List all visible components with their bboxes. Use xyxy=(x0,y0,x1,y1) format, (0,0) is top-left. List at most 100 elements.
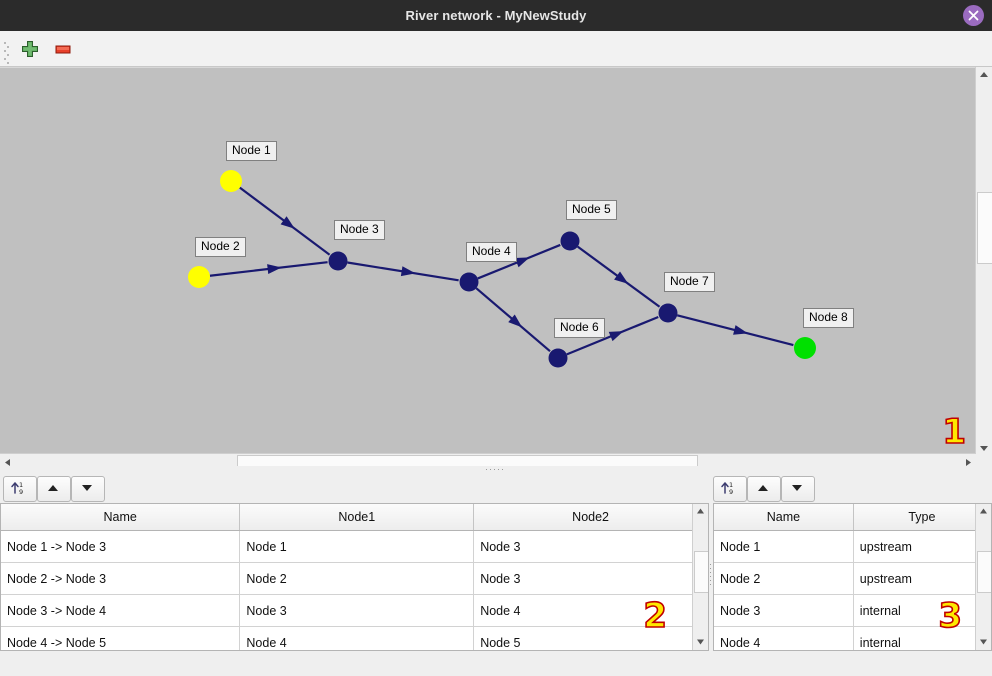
river-network-canvas[interactable]: Node 1 Node 2 Node 3 Node 4 Node 5 Node 6 Node… xyxy=(0,67,992,457)
main-toolbar xyxy=(0,31,992,67)
window-title: River network - MyNewStudy xyxy=(405,8,587,23)
table-cell[interactable]: Node 3 xyxy=(239,594,475,627)
vertical-splitter[interactable] xyxy=(709,474,713,676)
annotation-2: 2 xyxy=(643,596,668,636)
triangle-up-icon[interactable] xyxy=(747,476,781,502)
graph-node-node3[interactable] xyxy=(328,251,348,271)
nodes-table-scrollbar[interactable] xyxy=(975,504,991,650)
column-header-name[interactable]: Name xyxy=(714,504,854,531)
graph-node-label-node6[interactable]: Node 6 xyxy=(554,318,605,338)
edge-arrowhead-icon xyxy=(508,314,523,328)
table-cell[interactable]: Node 4 xyxy=(239,626,475,650)
graph-node-node4[interactable] xyxy=(459,272,479,292)
scroll-up-arrow-icon[interactable] xyxy=(976,67,992,83)
graph-node-node7[interactable] xyxy=(658,303,678,323)
table-cell[interactable]: Node 2 xyxy=(714,562,854,595)
svg-text:1: 1 xyxy=(729,481,733,489)
table-cell[interactable]: Node 3 -> Node 4 xyxy=(1,594,241,627)
graph-node-node5[interactable] xyxy=(560,231,580,251)
column-header-name[interactable]: Name xyxy=(1,504,241,531)
scroll-left-arrow-icon[interactable] xyxy=(0,454,16,471)
nodes-scroll-down-arrow-icon[interactable] xyxy=(976,634,991,650)
toolbar-grip[interactable] xyxy=(4,40,9,64)
graph-node-node1[interactable] xyxy=(220,170,242,192)
graph-node-label-node5[interactable]: Node 5 xyxy=(566,200,617,220)
table-cell[interactable]: Node 3 xyxy=(714,594,854,627)
scrollbar-corner xyxy=(976,453,992,470)
nodes-scroll-up-arrow-icon[interactable] xyxy=(976,504,991,520)
table-cell[interactable]: Node 5 xyxy=(473,626,708,650)
table-cell[interactable]: upstream xyxy=(853,562,991,595)
table-cell[interactable]: internal xyxy=(853,626,991,650)
graph-node-label-node2[interactable]: Node 2 xyxy=(195,237,246,257)
graph-node-node8[interactable] xyxy=(794,337,816,359)
svg-text:9: 9 xyxy=(729,488,733,496)
table-cell[interactable]: Node 4 xyxy=(473,594,708,627)
nodes-scroll-thumb[interactable] xyxy=(977,551,991,593)
graph-node-node6[interactable] xyxy=(548,348,568,368)
table-cell[interactable]: Node 1 -> Node 3 xyxy=(1,530,241,563)
canvas-vertical-scroll-thumb[interactable] xyxy=(977,192,992,264)
table-cell[interactable]: Node 2 xyxy=(239,562,475,595)
edge-arrowhead-icon xyxy=(267,264,282,275)
canvas-vertical-scrollbar[interactable] xyxy=(975,67,992,456)
scroll-right-arrow-icon[interactable] xyxy=(960,454,976,471)
graph-node-label-node7[interactable]: Node 7 xyxy=(664,272,715,292)
edge-arrowhead-icon xyxy=(733,325,748,335)
table-cell[interactable]: Node 2 -> Node 3 xyxy=(1,562,241,595)
remove-minus-icon[interactable] xyxy=(52,38,74,60)
links-scroll-down-arrow-icon[interactable] xyxy=(693,634,708,650)
links-scroll-thumb[interactable] xyxy=(694,551,708,593)
scroll-down-arrow-icon[interactable] xyxy=(976,440,992,456)
table-cell[interactable]: Node 3 xyxy=(473,562,708,595)
table-cell[interactable]: Node 4 -> Node 5 xyxy=(1,626,241,650)
canvas-vertical-scroll-track[interactable] xyxy=(976,83,992,440)
column-header-node1[interactable]: Node1 xyxy=(239,504,475,531)
links-table-scrollbar[interactable] xyxy=(692,504,708,650)
triangle-down-icon[interactable] xyxy=(71,476,105,502)
table-cell[interactable]: Node 1 xyxy=(714,530,854,563)
add-plus-icon[interactable] xyxy=(19,38,41,60)
graph-node-label-node3[interactable]: Node 3 xyxy=(334,220,385,240)
table-cell[interactable]: Node 3 xyxy=(473,530,708,563)
annotation-3: 3 xyxy=(938,596,963,636)
close-icon[interactable] xyxy=(963,5,984,26)
column-header-node2[interactable]: Node2 xyxy=(473,504,708,531)
table-cell[interactable]: Node 4 xyxy=(714,626,854,650)
edge-arrowhead-icon xyxy=(280,216,295,229)
graph-node-label-node4[interactable]: Node 4 xyxy=(466,242,517,262)
table-cell[interactable]: upstream xyxy=(853,530,991,563)
sort-ascending-icon[interactable]: 1 9 xyxy=(3,476,37,502)
sort-ascending-icon[interactable]: 1 9 xyxy=(713,476,747,502)
svg-text:9: 9 xyxy=(19,488,23,496)
network-diagram xyxy=(188,170,816,368)
graph-node-label-node1[interactable]: Node 1 xyxy=(226,141,277,161)
column-header-type[interactable]: Type xyxy=(853,504,991,531)
svg-text:1: 1 xyxy=(19,481,23,489)
triangle-down-icon[interactable] xyxy=(781,476,815,502)
horizontal-splitter[interactable] xyxy=(0,466,992,474)
table-cell[interactable]: internal xyxy=(853,594,991,627)
title-bar: River network - MyNewStudy xyxy=(0,0,992,31)
table-cell[interactable]: Node 1 xyxy=(239,530,475,563)
links-scroll-up-arrow-icon[interactable] xyxy=(693,504,708,520)
graph-node-node2[interactable] xyxy=(188,266,210,288)
triangle-up-icon[interactable] xyxy=(37,476,71,502)
edge-arrowhead-icon xyxy=(514,257,530,268)
graph-node-label-node8[interactable]: Node 8 xyxy=(803,308,854,328)
